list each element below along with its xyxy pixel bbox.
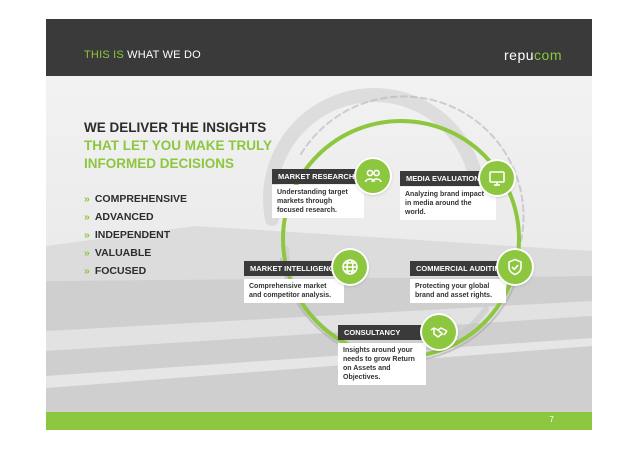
list-item: »COMPREHENSIVE — [84, 193, 188, 205]
header-bar: THIS IS WHAT WE DO repucom — [46, 19, 592, 76]
handshake-icon — [422, 315, 456, 349]
slide: THIS IS WHAT WE DO repucom WE DELIVER TH… — [46, 19, 592, 430]
logo-text-right: com — [534, 47, 562, 63]
market-research-desc: Understanding target markets through foc… — [272, 185, 364, 218]
monitor-icon — [480, 161, 514, 195]
list-item: »INDEPENDENT — [84, 229, 171, 241]
consultancy-label: CONSULTANCY — [338, 325, 424, 340]
value-list: »COMPREHENSIVE »ADVANCED »INDEPENDENT »V… — [84, 190, 187, 280]
chevron-icon: » — [84, 229, 90, 241]
people-icon — [356, 159, 390, 193]
commercial-auditing-label: COMMERCIAL AUDITING — [410, 261, 506, 276]
page-title-accent: THIS IS — [84, 49, 124, 61]
consultancy-desc: Insights around your needs to grow Retur… — [338, 343, 426, 385]
chevron-icon: » — [84, 247, 90, 259]
page-title-rest: WHAT WE DO — [123, 49, 201, 61]
background-road-image — [46, 76, 592, 412]
logo-text-left: repu — [504, 47, 535, 63]
process-ring — [263, 88, 525, 363]
chevron-icon: » — [84, 193, 90, 205]
list-item: »FOCUSED — [84, 265, 147, 277]
headline: WE DELIVER THE INSIGHTS THAT LET YOU MAK… — [84, 119, 272, 173]
market-intelligence-desc: Comprehensive market and competitor anal… — [244, 279, 344, 303]
commercial-auditing-desc: Protecting your global brand and asset r… — [410, 279, 506, 303]
headline-line-2: THAT LET YOU MAKE TRULY — [84, 138, 273, 153]
globe-icon — [333, 250, 367, 284]
list-item: »ADVANCED — [84, 211, 154, 223]
headline-line-1: WE DELIVER THE INSIGHTS — [84, 120, 267, 135]
chevron-icon: » — [84, 211, 90, 223]
media-evaluation-label: MEDIA EVALUATION — [400, 171, 492, 186]
headline-line-3: INFORMED DECISIONS — [84, 156, 235, 171]
page-number: 7 — [549, 415, 554, 424]
market-intelligence-label: MARKET INTELLIGENCE — [244, 261, 344, 276]
market-research-label: MARKET RESEARCH — [272, 169, 364, 184]
footer-bar: 7 — [46, 412, 592, 430]
list-item: »VALUABLE — [84, 247, 152, 259]
page-title: THIS IS WHAT WE DO — [84, 49, 201, 61]
repucom-logo: repucom — [504, 47, 562, 63]
media-evaluation-desc: Analyzing brand impact in media around t… — [400, 187, 496, 220]
chevron-icon: » — [84, 265, 90, 277]
shield-check-icon — [498, 250, 532, 284]
